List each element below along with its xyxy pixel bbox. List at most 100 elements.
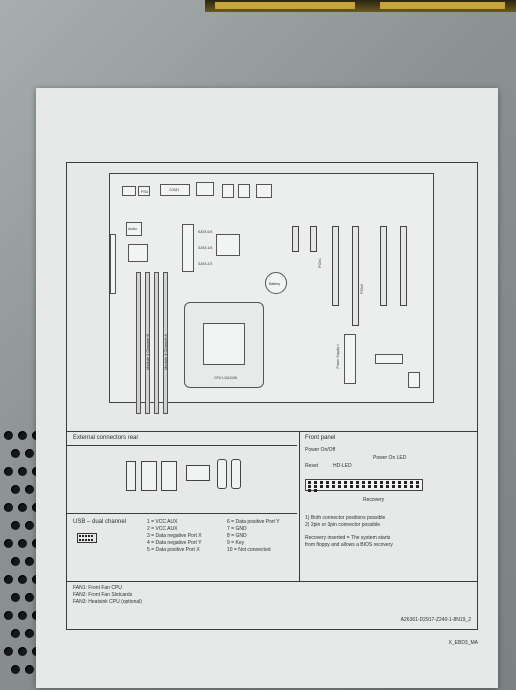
fan-1: FAN1: Front Fan CPU	[73, 585, 122, 591]
pcie-slot-4	[400, 226, 407, 306]
speaker-header	[128, 244, 148, 262]
vent-hole	[25, 593, 34, 602]
audio-header: Audio	[126, 222, 142, 236]
header-pin	[320, 485, 323, 488]
front-panel-pin-header	[305, 479, 423, 492]
vent-hole	[25, 449, 34, 458]
section-divider-vertical	[299, 431, 300, 581]
header-pin	[338, 481, 341, 484]
display-connector	[196, 182, 214, 196]
header-pin	[368, 481, 371, 484]
header-pin	[380, 485, 383, 488]
header-pin	[350, 481, 353, 484]
usb-pin-5: 5 = Data positive Port X	[147, 547, 200, 553]
header-pin	[338, 485, 341, 488]
usb-ports-mid	[161, 461, 177, 491]
header-pin	[314, 485, 317, 488]
vent-hole	[25, 521, 34, 530]
header-pin	[392, 485, 395, 488]
header-pin	[416, 481, 419, 484]
usb-connector-1	[222, 184, 234, 198]
diagram-frame: PSU COM1 Audio Module 1 Channel B Module…	[66, 162, 478, 630]
psu-connector: PSU	[138, 186, 150, 196]
power-supply-label: Power Supply 1	[336, 344, 340, 369]
pcie-slot-x1b	[310, 226, 317, 252]
vent-hole	[11, 557, 20, 566]
usb-pin-9: 9 = Key	[227, 540, 245, 546]
dimm-slot-3	[154, 272, 159, 414]
usb-pin-2: 2 = VCC AUX	[147, 526, 178, 532]
vent-hole	[25, 665, 34, 674]
vent-hole	[11, 593, 20, 602]
usb-pin-list-right: 6 = Data positive Port Y 7 = GND 8 = GND…	[227, 519, 280, 554]
hd-led-label: HD-LED	[333, 463, 352, 469]
usb-pin-7: 7 = GND	[227, 526, 247, 532]
pcie-label-2: PCIe2	[360, 284, 364, 294]
header-pin	[320, 481, 323, 484]
header-pin	[380, 481, 383, 484]
header-pin	[326, 485, 329, 488]
memory-module-edge	[205, 0, 516, 12]
header-pin	[374, 481, 377, 484]
header-pin	[308, 489, 311, 492]
psu-label: PSU	[141, 190, 149, 194]
usb-title: USB – dual channel	[73, 519, 127, 525]
vent-hole	[4, 575, 13, 584]
header-pin	[308, 481, 311, 484]
usb-pin-3: 3 = Data negative Port X	[147, 533, 202, 539]
note-2: 2) 2pin or 3pin connector possible	[305, 522, 381, 528]
dimm-slot-4	[163, 272, 168, 414]
reset-label: Reset	[305, 463, 319, 469]
header-pin	[398, 481, 401, 484]
vent-hole	[25, 485, 34, 494]
front-panel-header	[110, 234, 116, 294]
section-divider	[67, 431, 477, 432]
header-pin	[332, 481, 335, 484]
power-on-led-label: Power On LED	[373, 455, 407, 461]
subsection-divider	[67, 445, 297, 446]
com1-label: COM1	[169, 188, 180, 192]
header-pin	[386, 485, 389, 488]
dimm-label-4: Module 4 Channel A	[163, 334, 168, 371]
pcie-slot-1	[332, 226, 339, 306]
vent-hole	[11, 485, 20, 494]
vent-hole	[4, 503, 13, 512]
vent-hole	[11, 521, 20, 530]
vent-hole	[11, 665, 20, 674]
sata-label-2: SATA 1/5	[198, 246, 213, 250]
header-pin	[332, 485, 335, 488]
misc-header	[408, 372, 420, 388]
header-pin	[344, 485, 347, 488]
recovery-note-2: from floppy and allows a BIOS recovery	[305, 542, 393, 548]
header-pin	[410, 481, 413, 484]
usb-pin-list-left: 1 = VCC AUX 2 = VCC AUX 3 = Data negativ…	[147, 519, 202, 554]
header-pin	[356, 481, 359, 484]
front-panel-title: Front panel	[305, 435, 336, 441]
fan-2: FAN2: Front Fan Slotcards	[73, 592, 133, 598]
sata-label-3: SATA 2/3	[198, 262, 213, 266]
battery-label: Battery	[269, 282, 281, 286]
usb-pin-6: 6 = Data positive Port Y	[227, 519, 280, 525]
header-pin	[404, 481, 407, 484]
usb-ports-left	[141, 461, 157, 491]
audio-jacks	[217, 459, 227, 489]
document-number: A26361-D2917-Z240-1-8N19_2	[400, 617, 471, 623]
dimm-slot-1	[136, 272, 141, 414]
pcie-slot-3	[380, 226, 387, 306]
header-pin	[308, 485, 311, 488]
header-pin	[362, 485, 365, 488]
vent-hole	[18, 539, 27, 548]
pcie-slot-2	[352, 226, 359, 326]
rear-io-illustration	[91, 455, 266, 505]
usb-connector-2	[238, 184, 250, 198]
usb-divider	[67, 513, 297, 514]
vent-hole	[18, 611, 27, 620]
vent-hole	[4, 611, 13, 620]
battery: Battery	[265, 272, 287, 294]
header-pin	[374, 485, 377, 488]
power-supply-connector	[344, 334, 356, 384]
usb-header-icon	[77, 533, 97, 543]
header-pin	[416, 485, 419, 488]
header-pin	[362, 481, 365, 484]
vent-hole	[25, 629, 34, 638]
